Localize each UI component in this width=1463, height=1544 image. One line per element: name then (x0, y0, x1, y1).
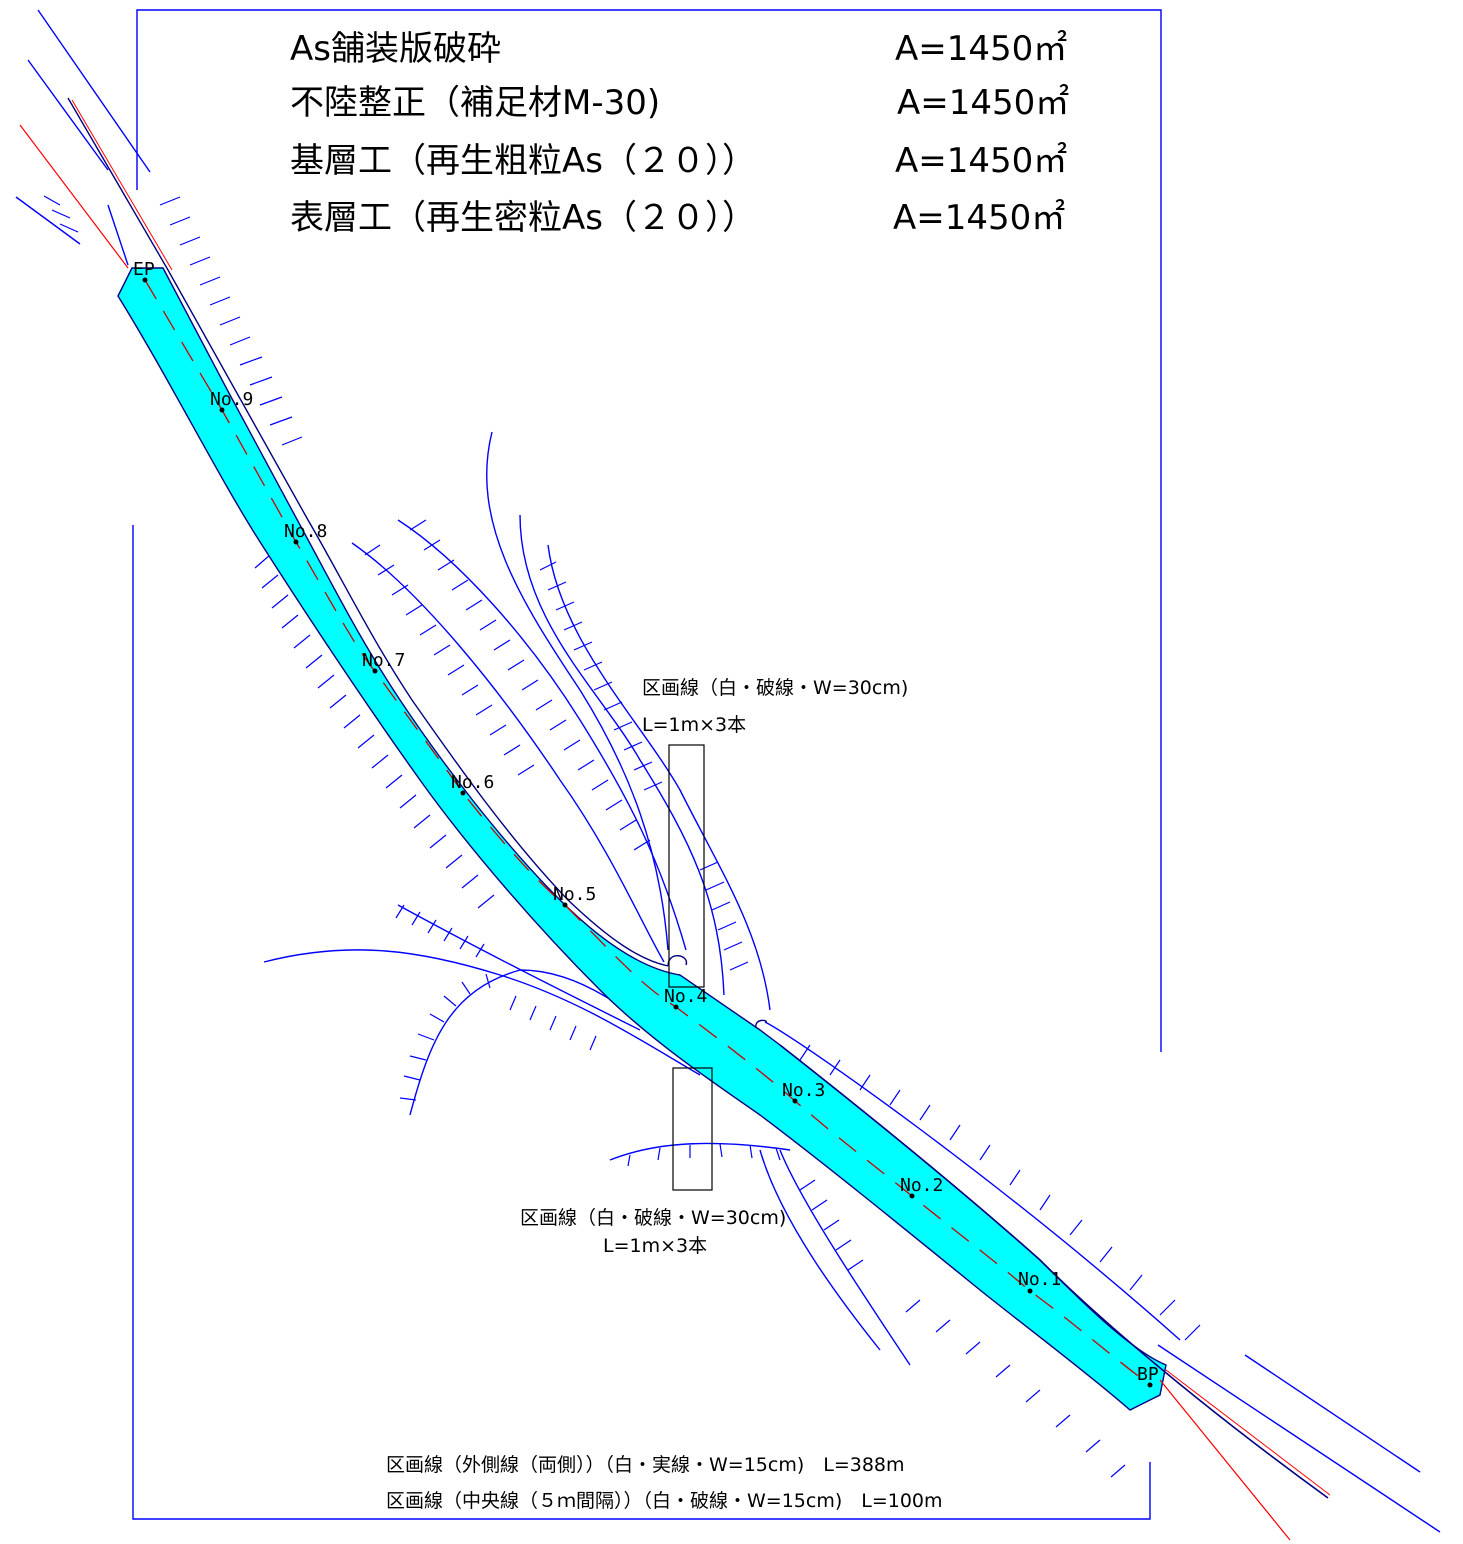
quantity-item-2: 不陸整正（補足材M-30) (290, 83, 660, 123)
footer-note-outer-lines: 区画線（外側線（両側））（白・実線・W=15cm) L=388m (386, 1454, 905, 1476)
edge-lines (19, 97, 1331, 1541)
station-label-no3: No.3 (782, 1080, 825, 1101)
station-labels: EP No.9 No.8 No.7 No.6 No.5 No.4 No.3 No… (133, 259, 1159, 1385)
station-label-no5: No.5 (553, 884, 596, 905)
station-label-no6: No.6 (451, 772, 494, 793)
lower-callout-line1: 区画線（白・破線・W=30cm) (520, 1207, 786, 1229)
quantity-area-3: A=1450㎡ (895, 141, 1067, 181)
station-label-no8: No.8 (284, 521, 327, 542)
station-points (142, 277, 1153, 1388)
upper-callout-box (668, 744, 705, 988)
station-label-ep: EP (133, 259, 155, 280)
footer-notes: 区画線（外側線（両側））（白・実線・W=15cm) L=388m 区画線（中央線… (386, 1454, 943, 1512)
quantity-item-4: 表層工（再生密粒As（２０）） (290, 198, 756, 238)
lower-callout-box (672, 1067, 713, 1191)
upper-callout-line1: 区画線（白・破線・W=30cm) (642, 677, 908, 699)
sheet-frame (132, 9, 1162, 1520)
pavement-area (117, 267, 1167, 1411)
slope-hatching (43, 195, 1201, 1478)
station-label-no9: No.9 (210, 389, 253, 410)
quantity-area-2: A=1450㎡ (897, 83, 1069, 123)
station-label-no7: No.7 (362, 650, 405, 671)
quantity-table: As舗装版破砕 A=1450㎡ 不陸整正（補足材M-30) A=1450㎡ 基層… (290, 29, 1069, 238)
station-label-bp: BP (1137, 1364, 1159, 1385)
quantity-area-1: A=1450㎡ (895, 29, 1067, 69)
quantity-item-3: 基層工（再生粗粒As（２０）） (290, 141, 756, 181)
station-label-no4: No.4 (664, 986, 707, 1007)
station-label-no2: No.2 (900, 1175, 943, 1196)
upper-callout-line2: L=1m×3本 (642, 714, 746, 736)
lower-callout-line2: L=1m×3本 (603, 1235, 707, 1257)
side-road-lines (15, 9, 1441, 1533)
marking-callouts: 区画線（白・破線・W=30cm) L=1m×3本 区画線（白・破線・W=30cm… (520, 677, 908, 1257)
quantity-item-1: As舗装版破砕 (290, 29, 501, 69)
footer-note-center-line: 区画線（中央線（５ｍ間隔））（白・破線・W=15cm) L=100m (386, 1490, 943, 1512)
station-label-no1: No.1 (1018, 1269, 1061, 1290)
quantity-area-4: A=1450㎡ (893, 198, 1065, 238)
